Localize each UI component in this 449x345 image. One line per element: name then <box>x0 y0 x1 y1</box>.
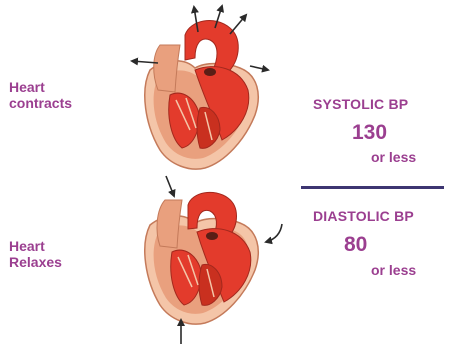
arrow-up-right <box>230 15 246 34</box>
diastolic-note: or less <box>371 263 416 279</box>
systolic-value: 130 <box>352 121 387 145</box>
diastolic-value: 80 <box>344 233 367 257</box>
arrow-in-right <box>266 224 282 242</box>
heart-contracting-icon <box>145 21 258 170</box>
heart-relaxing-icon <box>145 192 258 324</box>
arrow-in-top <box>166 176 174 196</box>
heart-relaxes-label: Heart Relaxes <box>9 239 62 270</box>
systolic-note: or less <box>371 150 416 166</box>
arrow-right <box>250 66 268 70</box>
diastolic-title: DIASTOLIC BP <box>313 209 414 225</box>
heart-contracts-label: Heart contracts <box>9 80 72 111</box>
systolic-title: SYSTOLIC BP <box>313 97 408 113</box>
bp-divider <box>301 186 444 189</box>
